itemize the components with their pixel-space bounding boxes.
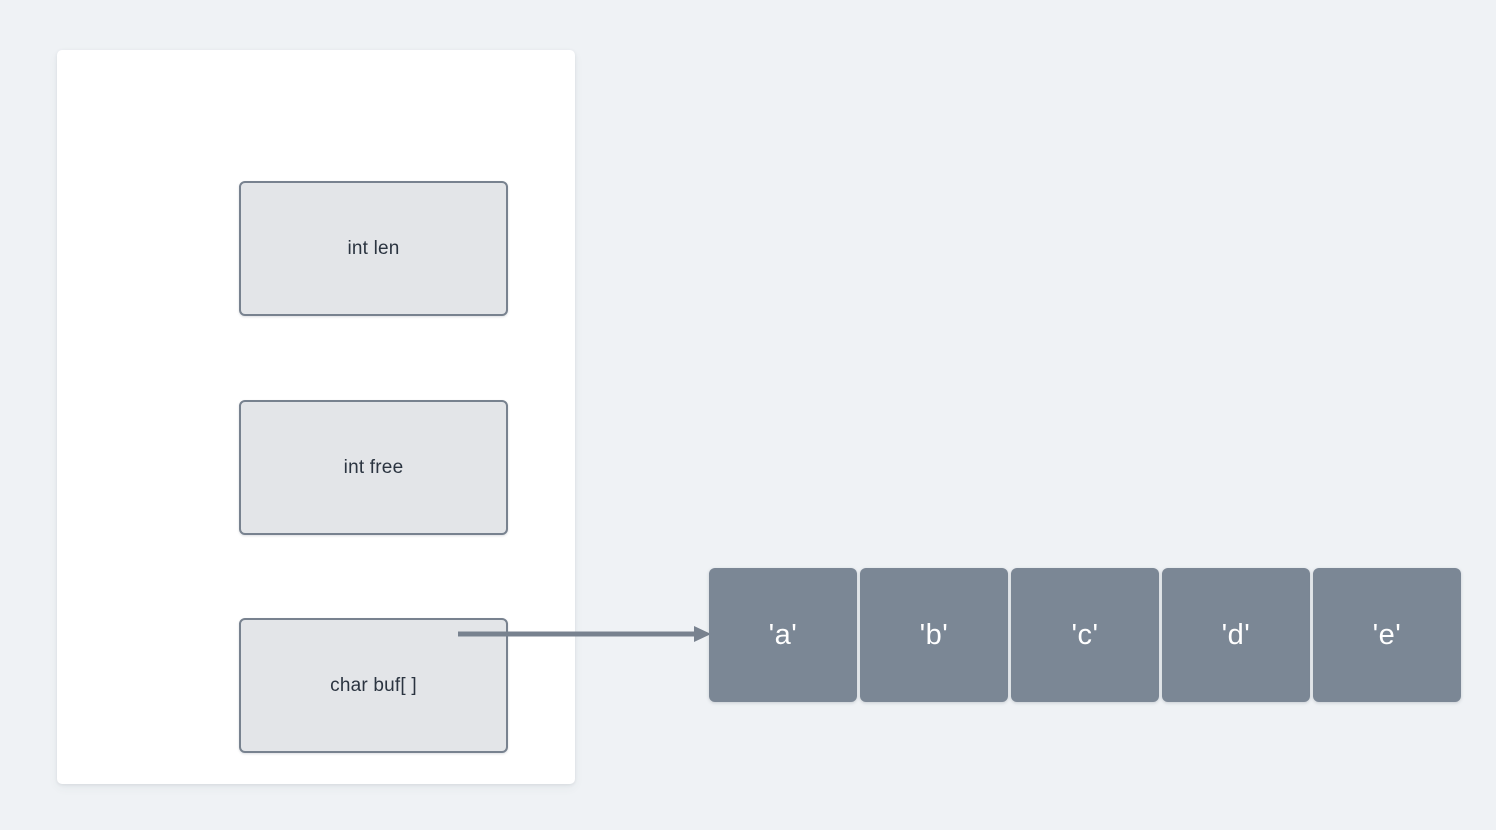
struct-field-char-buf[interactable]: char buf[ ]	[239, 618, 508, 753]
struct-card: int len int free char buf[ ]	[57, 50, 575, 784]
buf-pointer-arrow-icon	[458, 626, 711, 642]
struct-field-int-len[interactable]: int len	[239, 181, 508, 316]
char-cell[interactable]: 'a'	[709, 568, 857, 702]
char-cell[interactable]: 'c'	[1011, 568, 1159, 702]
char-cell-label: 'c'	[1071, 618, 1099, 651]
struct-field-int-free[interactable]: int free	[239, 400, 508, 535]
char-cell-label: 'e'	[1372, 618, 1402, 651]
struct-field-label: int len	[347, 237, 400, 259]
char-cell[interactable]: 'b'	[860, 568, 1008, 702]
char-array: 'a' 'b' 'c' 'd' 'e'	[709, 568, 1461, 702]
char-cell[interactable]: 'd'	[1162, 568, 1310, 702]
char-cell-label: 'b'	[919, 618, 949, 651]
struct-field-label: int free	[343, 456, 404, 478]
char-cell-label: 'a'	[768, 618, 798, 651]
struct-field-label: char buf[ ]	[330, 674, 417, 696]
char-cell[interactable]: 'e'	[1313, 568, 1461, 702]
char-cell-label: 'd'	[1221, 618, 1251, 651]
